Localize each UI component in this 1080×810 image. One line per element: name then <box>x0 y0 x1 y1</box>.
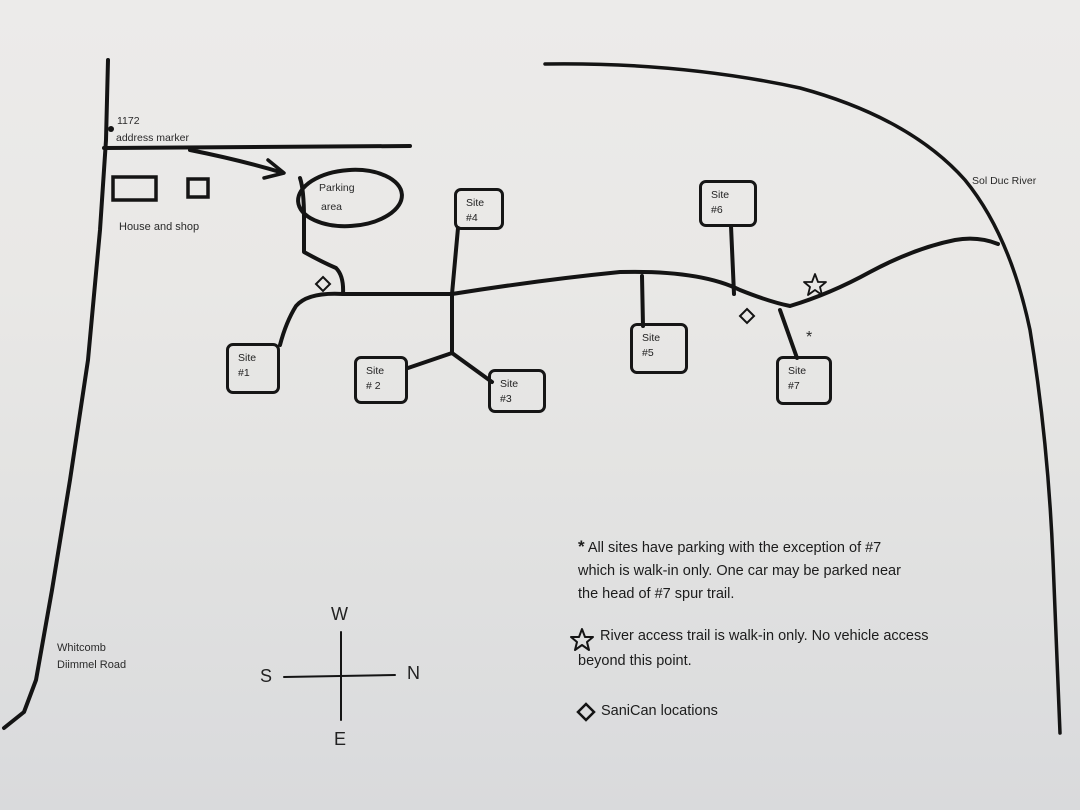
site-3-number: #3 <box>500 393 512 405</box>
site-7-label: Site <box>788 365 807 377</box>
legend-river-line1: River access trail is walk-in only. No v… <box>600 628 929 644</box>
road-label-line1: Whitcomb <box>57 642 106 654</box>
site-2-label: Site <box>366 365 385 377</box>
legend-parking-line3: the head of #7 spur trail. <box>578 586 735 602</box>
site-6-number: #6 <box>711 204 723 216</box>
parking-label-line2: area <box>321 201 343 213</box>
house-icon <box>111 175 158 202</box>
parking-label-line1: Parking <box>319 182 355 194</box>
legend-sanican-note: SaniCan locations <box>601 700 718 723</box>
legend-river-note-cont: beyond this point. <box>578 650 692 673</box>
site-5: Site #5 <box>630 323 688 374</box>
address-number: 1172 <box>117 115 140 127</box>
site-2: Site # 2 <box>354 356 408 404</box>
compass-south: S <box>260 666 273 686</box>
site-5-number: #5 <box>642 347 654 359</box>
compass-west: W <box>331 604 348 624</box>
site-1-number: #1 <box>238 367 250 379</box>
arrow-to-parking <box>188 148 282 174</box>
river-label: Sol Duc River <box>972 175 1037 187</box>
site-2-number: # 2 <box>366 380 381 392</box>
spur-site-4 <box>450 226 460 355</box>
compass-east: E <box>334 729 347 749</box>
site-1-label: Site <box>238 352 257 364</box>
site-4-number: #4 <box>466 212 478 224</box>
sol-duc-river <box>543 62 1062 735</box>
whitcomb-diimmel-road <box>2 58 110 730</box>
spur-site-1 <box>278 291 345 347</box>
driveway <box>102 144 412 150</box>
river-access-star-icon <box>803 273 827 296</box>
site-3: Site #3 <box>488 369 546 413</box>
compass-horizontal <box>283 674 396 678</box>
legend-asterisk-icon: * <box>578 537 585 556</box>
site-5-label: Site <box>642 332 661 344</box>
site-6-label: Site <box>711 189 730 201</box>
site-4: Site #4 <box>454 188 504 230</box>
site-4-label: Site <box>466 197 485 209</box>
compass-north: N <box>407 663 420 683</box>
legend-parking-line1: All sites have parking with the exceptio… <box>587 540 882 556</box>
walk-in-asterisk-icon: * <box>806 329 813 346</box>
spur-site-6 <box>729 224 736 296</box>
legend-star-icon <box>570 628 594 651</box>
spur-site-5 <box>640 274 645 328</box>
shop-icon <box>186 177 210 199</box>
road-label-line2: Diimmel Road <box>57 659 127 671</box>
address-marker-label: address marker <box>116 132 189 144</box>
site-7-number: #7 <box>788 380 800 392</box>
house-and-shop-label: House and shop <box>119 221 200 233</box>
site-6: Site #6 <box>699 180 757 227</box>
spur-site-3 <box>450 351 494 384</box>
sanican-diamond-icon <box>314 275 332 293</box>
spur-site-2 <box>406 351 454 370</box>
address-marker-dot <box>108 126 114 132</box>
main-trail <box>341 236 1000 308</box>
sanican-diamond-icon <box>738 307 756 325</box>
legend-river-note: River access trail is walk-in only. No v… <box>600 625 929 648</box>
parking-access-road <box>298 176 346 296</box>
site-1: Site #1 <box>226 343 280 394</box>
arrow-head <box>262 158 286 180</box>
legend-parking-note: * All sites have parking with the except… <box>578 535 901 606</box>
spur-site-7 <box>778 308 799 360</box>
parking-area-outline <box>296 167 404 229</box>
legend-sanican-text: SaniCan locations <box>601 703 718 719</box>
legend-river-line2: beyond this point. <box>578 653 692 669</box>
site-7: Site #7 <box>776 356 832 405</box>
site-3-label: Site <box>500 378 519 390</box>
legend-parking-line2: which is walk-in only. One car may be pa… <box>578 563 901 579</box>
legend-diamond-icon <box>576 702 596 722</box>
